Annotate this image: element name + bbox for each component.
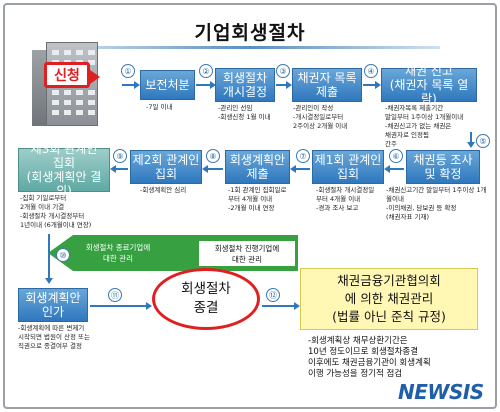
flow-arrow bbox=[202, 165, 223, 173]
step-number: ⑨ bbox=[113, 149, 127, 163]
step-note: -1회 관계인 집회일로 부터 4개월 이내 -2개월 이내 연장 bbox=[228, 186, 287, 212]
flow-arrow bbox=[90, 302, 152, 310]
step-box: 채권자 목록 제출 bbox=[292, 68, 362, 102]
step-box: 제1회 관계인 집회 bbox=[312, 150, 384, 184]
apply-label: 신청 bbox=[44, 62, 90, 88]
step-box: 보전처분 bbox=[140, 70, 195, 100]
flow-arrow bbox=[45, 234, 53, 284]
diagram-title: 기업회생절차 bbox=[194, 22, 306, 44]
flow-arrow bbox=[276, 81, 292, 89]
creditor-council-label: 채권금융기관협의회 에 의한 채권관리 (법률 아닌 준칙 규정) bbox=[332, 273, 446, 324]
step-note: -집회 기일로부터 2개월 이내 기결 -회생절차 개시결정부터 1년이내 (6… bbox=[20, 194, 92, 229]
step-note: -관리인 선임 -회생신청 1월 이내 bbox=[218, 104, 271, 121]
flow-arrow bbox=[196, 81, 216, 89]
flow-arrow bbox=[363, 81, 381, 89]
end-circle: 회생절차 종결 bbox=[152, 268, 260, 330]
step-label: 회생절차 개시결정 bbox=[222, 71, 268, 99]
step-note: -7일 이내 bbox=[146, 103, 173, 111]
step-note: -회생계획에 따른 변제기 시작되면 법원이 산정 또는 직권으로 종결여부 결… bbox=[18, 324, 90, 350]
flow-arrow bbox=[384, 165, 404, 173]
flow-arrow bbox=[110, 165, 128, 173]
step-number: ⑥ bbox=[389, 149, 403, 163]
step-box: 채권등 조사 및 확정 bbox=[406, 150, 480, 184]
title-underline bbox=[60, 46, 440, 49]
step-label: 제2회 관계인 집회 bbox=[132, 153, 200, 181]
step-note: -회생절차 개시결정일 부터 4개월 이내 -경과 조사 보고 bbox=[316, 186, 375, 212]
newsis-logo: NEWSIS bbox=[398, 380, 484, 404]
logo-text: NEWSIS bbox=[398, 380, 484, 404]
step-box: 제3회 관계인 집회 (회생계획안 결의) bbox=[18, 142, 110, 198]
in-progress-management: 회생절차 진행기업에 대한 관리 bbox=[198, 240, 296, 267]
step-note: -회생계획안 심리 bbox=[140, 186, 187, 194]
step-number: ⑦ bbox=[296, 149, 310, 163]
step-box: 회생절차 개시결정 bbox=[215, 68, 275, 102]
end-label: 회생절차 종결 bbox=[181, 281, 231, 316]
step-number: ① bbox=[121, 64, 135, 78]
apply-arrow-icon bbox=[90, 70, 100, 84]
step-number: ⑪ bbox=[108, 288, 122, 302]
step-label: 채권등 조사 및 확정 bbox=[413, 153, 473, 181]
step-number: ⑫ bbox=[266, 288, 280, 302]
step-label: 회생계획안 인가 bbox=[25, 291, 81, 319]
step-number: ③ bbox=[276, 64, 290, 78]
flow-arrow bbox=[467, 132, 475, 148]
step-box: 회생계획안 제출 bbox=[225, 150, 290, 184]
step-number: ⑧ bbox=[206, 149, 220, 163]
step-note: -채권자목록 제출기간 말일부터 1주이상 1개월이내 -채권신고가 없는 채권… bbox=[385, 104, 464, 148]
creditor-note: -회생계획상 채무상환기간은 10년 정도이므로 회생절차종결 이후에도 채권금… bbox=[308, 336, 431, 379]
step-box: 회생계획안 인가 bbox=[18, 288, 88, 322]
step-box: 채권 신고 (채권자 목록 열람) bbox=[381, 64, 477, 106]
step-number: ⑤ bbox=[476, 134, 490, 148]
step-label: 회생계획안 제출 bbox=[229, 153, 286, 181]
step-number: ④ bbox=[364, 64, 378, 78]
flow-arrow bbox=[290, 165, 310, 173]
step-box: 제2회 관계인 집회 bbox=[130, 150, 202, 184]
step-note: -채권신고기간 말일부터 1주이상 1개월이내 -이의채권, 담보권 등 확정 … bbox=[386, 186, 487, 221]
step-note: -관리인이 작성 -개시결정일로부터 2주이상 2개월 이내 bbox=[293, 104, 348, 130]
step-label: 제1회 관계인 집회 bbox=[314, 153, 382, 181]
step-label: 채권 신고 (채권자 목록 열람) bbox=[389, 64, 469, 106]
creditor-council-box: 채권금융기관협의회 에 의한 채권관리 (법률 아닌 준칙 규정) bbox=[300, 268, 478, 330]
step-number: ② bbox=[199, 64, 213, 78]
flow-arrow bbox=[122, 81, 140, 89]
flow-arrow bbox=[262, 302, 300, 310]
step-number: ⑩ bbox=[56, 248, 70, 262]
step-label: 보전처분 bbox=[145, 78, 190, 92]
post-closure-management: 회생절차 종료기업에 대한 관리 bbox=[85, 243, 151, 263]
step-label: 채권자 목록 제출 bbox=[297, 71, 357, 99]
step-label: 제3회 관계인 집회 (회생계획안 결의) bbox=[26, 142, 102, 198]
